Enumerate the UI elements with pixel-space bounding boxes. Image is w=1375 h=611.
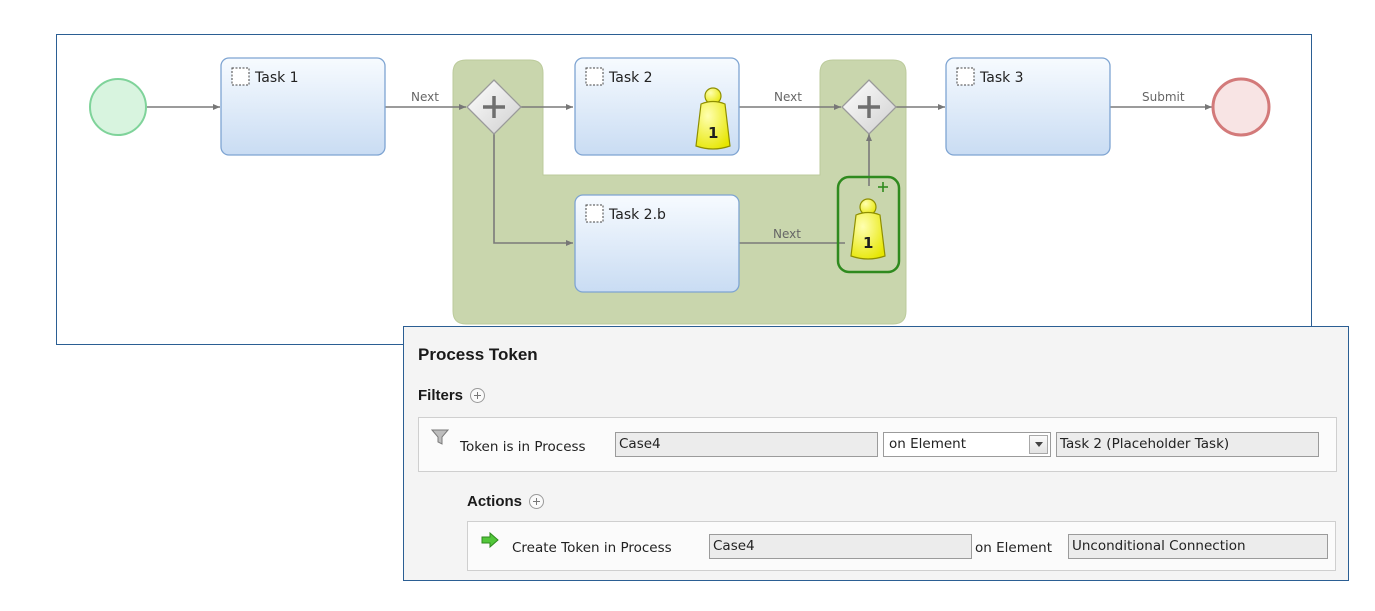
filter-element-select[interactable]: on Element [883, 432, 1051, 457]
add-filter-icon[interactable] [470, 388, 486, 403]
task-icon [585, 67, 604, 86]
filter-element-select-value: on Element [889, 436, 966, 452]
task-1-label: Task 1 [254, 70, 299, 86]
task-2b-label: Task 2.b [608, 207, 666, 223]
token-count: 1 [708, 124, 718, 142]
action-row: Create Token in Process Case4 on Element… [467, 521, 1336, 571]
task-icon [956, 67, 975, 86]
flow-label-next-1: Next [411, 90, 439, 104]
flow-label-next-2: Next [774, 90, 802, 104]
task-2-label: Task 2 [608, 70, 653, 86]
start-event[interactable] [89, 78, 147, 136]
flow-label-next-3: Next [773, 227, 801, 241]
flow-split-to-task2b[interactable] [493, 132, 573, 246]
filter-icon [431, 429, 449, 445]
action-element-field[interactable]: Unconditional Connection [1068, 534, 1328, 559]
task-3-label: Task 3 [979, 70, 1024, 86]
filter-row: Token is in Process Case4 on Element Tas… [418, 417, 1337, 472]
plus-icon [483, 96, 505, 118]
token-count: 1 [863, 234, 873, 252]
parallel-gateway-split[interactable] [466, 79, 522, 135]
task-2b[interactable]: Task 2.b [574, 194, 740, 293]
action-label: Create Token in Process [512, 540, 672, 556]
action-element-label: on Element [975, 540, 1052, 556]
panel-title: Process Token [418, 345, 538, 364]
actions-label: Actions [467, 493, 523, 510]
placeholder-connection-selected[interactable]: 1 [836, 175, 901, 274]
parallel-gateway-join[interactable] [841, 79, 897, 135]
filter-process-field[interactable]: Case4 [615, 432, 878, 457]
add-action-icon[interactable] [529, 494, 545, 509]
arrow-right-icon [481, 532, 499, 548]
filters-section-header: Filters [418, 387, 486, 404]
filter-label: Token is in Process [460, 439, 586, 455]
token-icon: 1 [850, 198, 886, 260]
flow-label-submit: Submit [1142, 90, 1185, 104]
end-event[interactable] [1211, 77, 1271, 137]
task-icon [231, 67, 250, 86]
task-3[interactable]: Task 3 [945, 57, 1111, 156]
filter-element-field[interactable]: Task 2 (Placeholder Task) [1056, 432, 1319, 457]
process-token-panel: Process Token Filters Token is in Proces… [403, 326, 1349, 581]
actions-section-header: Actions [467, 493, 545, 510]
task-1[interactable]: Task 1 [220, 57, 386, 156]
filters-label: Filters [418, 387, 464, 404]
action-process-field[interactable]: Case4 [709, 534, 972, 559]
add-token-icon [878, 182, 888, 192]
token-icon[interactable]: 1 [695, 87, 731, 150]
plus-icon [858, 96, 880, 118]
task-icon [585, 204, 604, 223]
chevron-down-icon[interactable] [1029, 435, 1048, 454]
